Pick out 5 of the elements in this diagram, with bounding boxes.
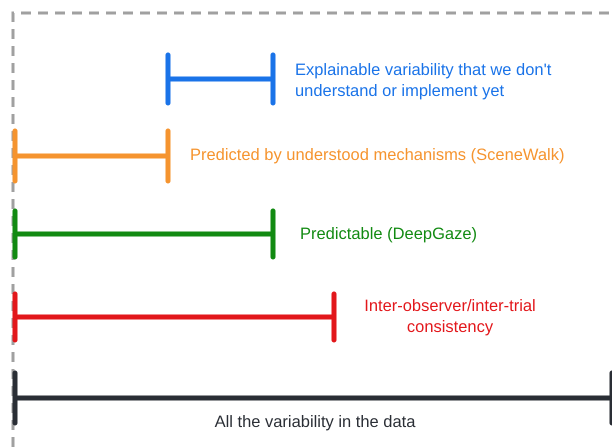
bar-label: All the variability in the data [214, 412, 416, 433]
bar-label: Explainable variability that we don't understand or implement yet [295, 60, 552, 102]
bar-label: Predicted by understood mechanisms (SceneWalk) [190, 145, 566, 166]
bar-label: Inter-observer/inter-trial consistency [363, 296, 537, 338]
bar-label: Predictable (DeepGaze) [300, 224, 478, 245]
